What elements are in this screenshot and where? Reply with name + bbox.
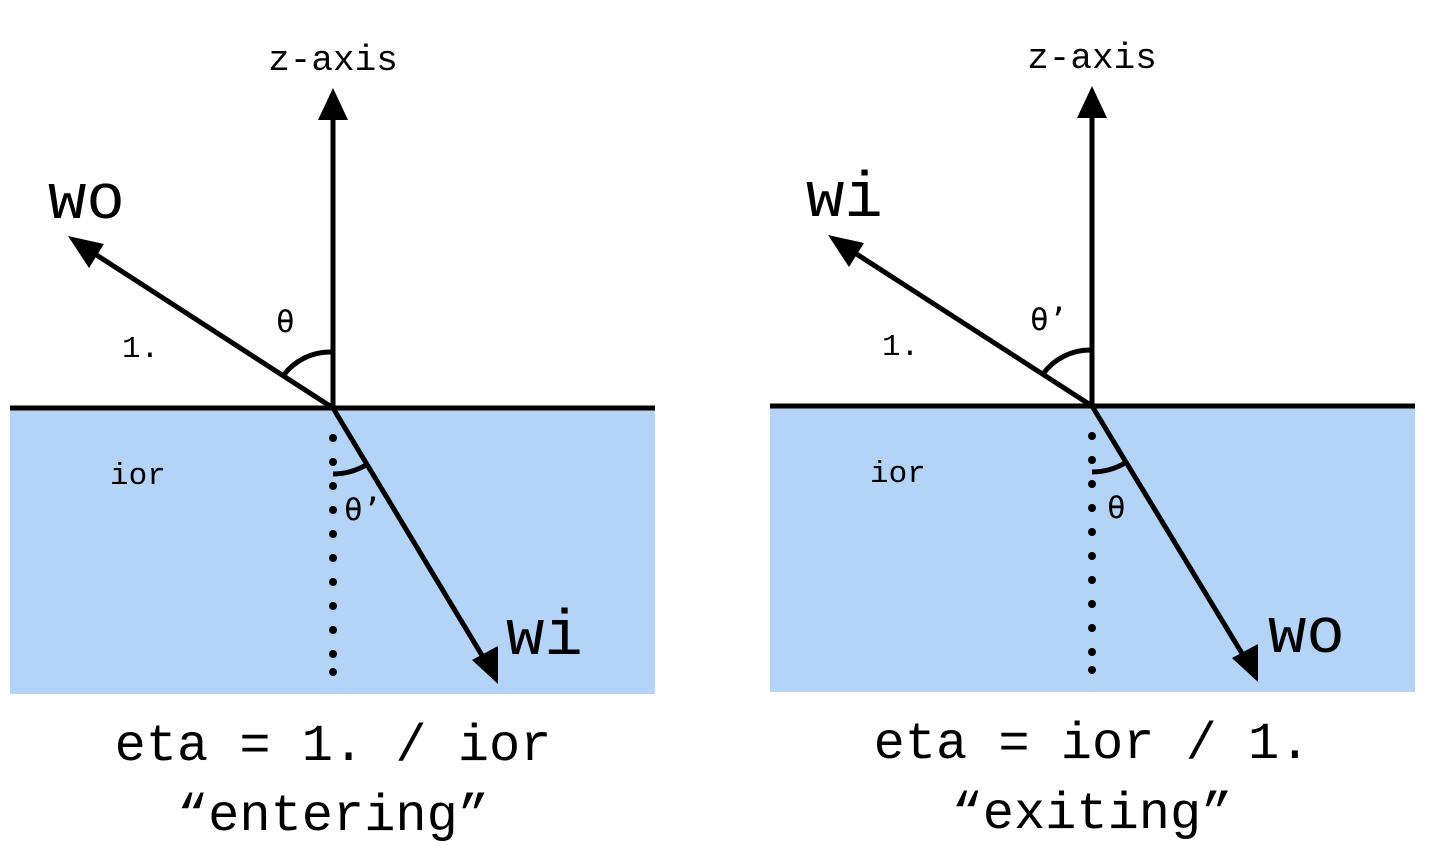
diagram-exiting: z-axis wi θ’ 1. ior wo θ eta = ior / 1. … <box>770 38 1415 844</box>
upper-ray-label: wo <box>48 166 125 238</box>
z-axis-label: z-axis <box>1027 38 1157 79</box>
z-axis-label: z-axis <box>268 40 398 81</box>
upper-angle-arc <box>1040 347 1091 376</box>
upper-ray-arrowhead <box>828 235 864 267</box>
z-axis-arrowhead <box>1077 86 1107 118</box>
upper-ray <box>93 251 335 411</box>
caption: “exiting” <box>952 785 1233 844</box>
upper-angle-label: θ’ <box>1030 302 1067 338</box>
lower-ray-arrowhead <box>472 646 498 684</box>
normal-dotted-line <box>1088 432 1096 674</box>
lower-angle-arc <box>332 462 368 477</box>
lower-medium-label: ior <box>110 459 166 494</box>
lower-ray <box>330 406 489 664</box>
upper-angle-arc <box>280 349 332 378</box>
equation: eta = 1. / ior <box>115 717 552 776</box>
lower-ray <box>1089 404 1249 662</box>
lower-ray-label: wi <box>506 602 583 674</box>
upper-medium-label: 1. <box>122 332 159 367</box>
lower-angle-label: θ <box>1107 490 1126 526</box>
lower-ray-arrowhead <box>1232 644 1258 682</box>
lower-ray-label: wo <box>1268 600 1345 672</box>
lower-medium-label: ior <box>870 457 926 492</box>
diagram-entering: z-axis wo θ 1. ior wi θ’ eta = 1. / ior … <box>10 40 655 846</box>
lower-angle-label: θ’ <box>344 492 381 528</box>
normal-dotted-line <box>329 434 337 676</box>
upper-medium-label: 1. <box>882 330 919 365</box>
medium-region <box>770 406 1415 692</box>
lower-angle-arc <box>1091 460 1127 475</box>
upper-ray-arrowhead <box>68 236 104 268</box>
caption: “entering” <box>177 787 489 846</box>
upper-ray-label: wi <box>806 164 883 236</box>
medium-region <box>10 408 655 694</box>
equation: eta = ior / 1. <box>874 715 1311 774</box>
z-axis-arrowhead <box>318 88 348 120</box>
upper-ray <box>853 250 1094 409</box>
upper-angle-label: θ <box>276 304 295 340</box>
